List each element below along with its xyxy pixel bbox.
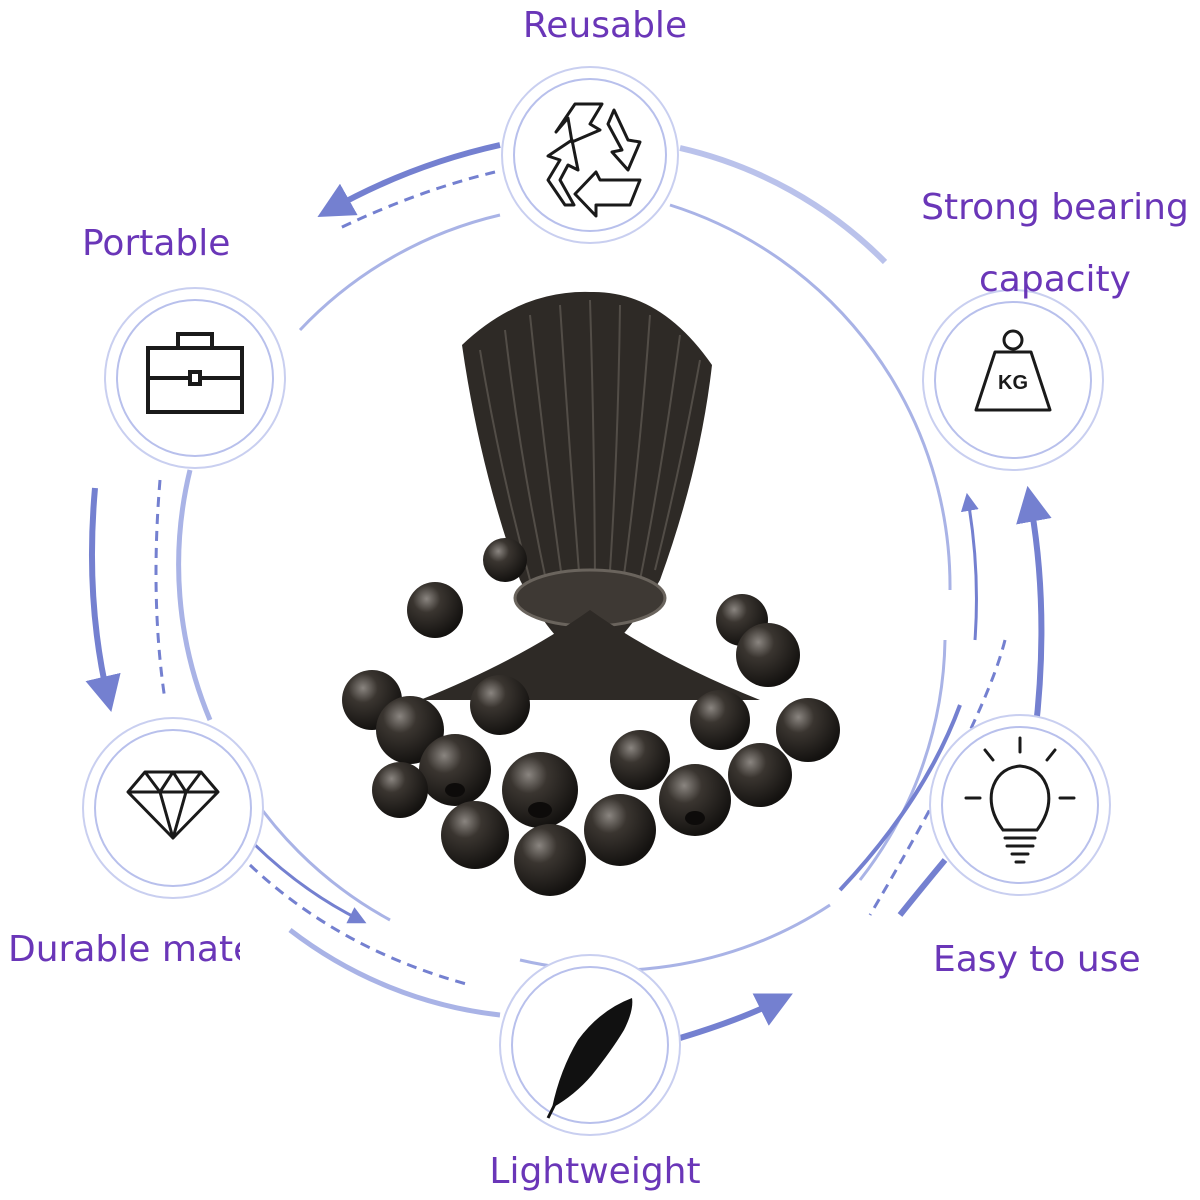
weight-kg-icon: KG [974,329,1052,412]
arrow-right-lower [838,704,962,892]
label-easy-to-use: Easy to use [933,939,1141,980]
arrow-left-down-dashed [154,479,167,701]
arrow-bottom-left-dashed [248,863,471,987]
label-lightweight: Lightweight [489,1151,701,1192]
label-strong-bearing-capacity: Strong bearing capacity [905,172,1200,316]
ring-arc-left [176,469,213,721]
ring-arc-inner-top-left [298,213,501,332]
arrow-right-lower-2 [897,858,948,917]
diamond-icon [126,770,220,840]
bungee-ball-cords-image [342,291,840,896]
arrow-right-up [1016,485,1052,736]
label-strong-bearing-line2: capacity [979,259,1131,300]
arrow-top-left [317,142,501,218]
feature-node-reusable [501,66,679,244]
ring-arc-bottom-outer [288,928,501,1018]
feather-icon [546,998,633,1119]
weight-kg-text: KG [998,372,1028,394]
arrow-bottom-right [679,993,793,1041]
feature-node-lightweight [499,954,681,1136]
arrow-right-up-thin [960,492,979,641]
recycle-icon [546,102,642,218]
arrow-right-dashed [868,639,1007,916]
ring-arc-outer-top [679,145,888,265]
label-strong-bearing-line1: Strong bearing [921,187,1189,228]
feature-node-easy [929,714,1111,896]
feature-node-durable [82,717,264,899]
ring-arc-inner-top-right [669,203,952,591]
label-portable: Portable [82,223,231,264]
arrow-left-down [85,487,121,713]
label-reusable: Reusable [522,5,688,46]
feature-node-portable [104,287,286,469]
feature-node-strong-bearing: KG [922,289,1104,471]
ring-arc-right-lower [858,639,947,881]
briefcase-icon [146,332,244,414]
arrow-top-left-dashed [339,170,496,230]
arrow-bottom-left [248,838,367,924]
label-durable: Durable mate [8,929,240,970]
lightbulb-icon [964,736,1076,864]
cycle-arrows [85,142,1052,1041]
